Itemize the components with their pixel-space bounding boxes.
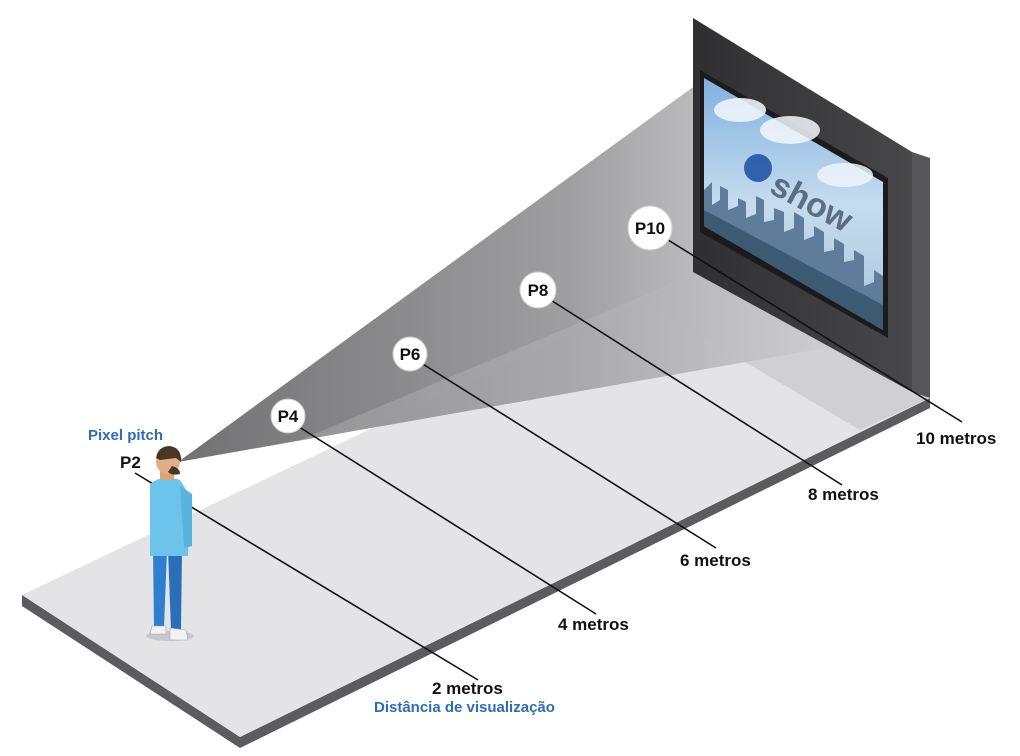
- viewing-cone-floor-shade: [178, 272, 893, 462]
- pitch-label-p6: P6: [400, 345, 421, 364]
- marker-circle-p6: [392, 336, 428, 372]
- pitch-label-p8: P8: [528, 281, 549, 300]
- floor: [22, 272, 930, 737]
- marker-circle-p8: [519, 271, 557, 309]
- pitch-label-p4: P4: [278, 407, 299, 426]
- wall-side: [912, 152, 930, 398]
- distance-line-6m: [409, 355, 717, 549]
- marker-circle-p4: [270, 398, 306, 434]
- distance-label-6m: 6 metros: [680, 551, 751, 570]
- distance-label-10m: 10 metros: [916, 429, 996, 448]
- distance-line-2m: [134, 472, 479, 681]
- screen-logo-mark: [744, 154, 772, 182]
- pitch-label-p2: P2: [120, 453, 141, 472]
- distance-line-8m: [537, 291, 843, 486]
- person-figure: [146, 446, 194, 641]
- distance-line-10m: [651, 229, 963, 423]
- viewing-distance-heading: Distância de visualização: [374, 699, 555, 716]
- pitch-label-p10: P10: [635, 219, 665, 238]
- distance-label-8m: 8 metros: [808, 485, 879, 504]
- marker-circle-p10: [627, 205, 673, 251]
- distance-line-4m: [287, 419, 597, 615]
- distance-label-4m: 4 metros: [558, 615, 629, 634]
- led-screen-image: show: [704, 78, 883, 330]
- distance-lines: [134, 229, 963, 681]
- distance-label-2m: 2 metros: [432, 679, 503, 698]
- pixel-pitch-heading: Pixel pitch: [88, 427, 163, 444]
